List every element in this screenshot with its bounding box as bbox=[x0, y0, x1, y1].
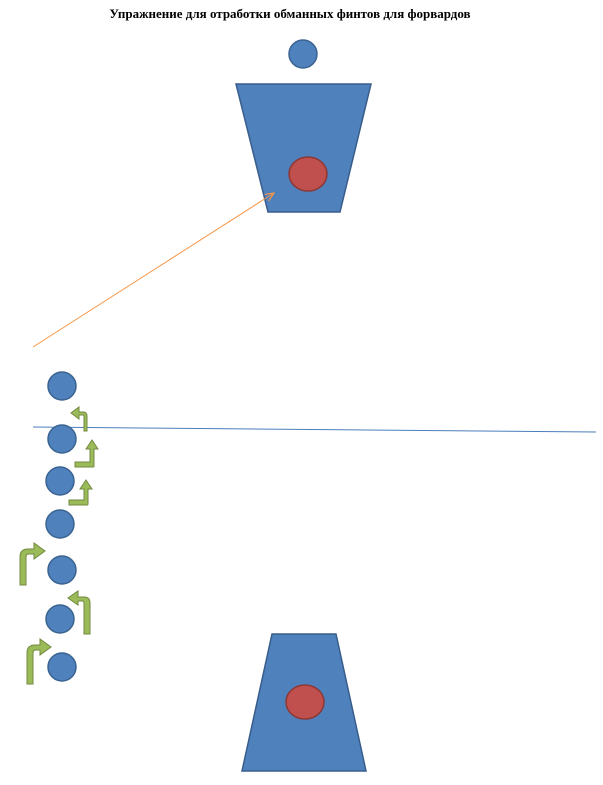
forward-player-3 bbox=[45, 466, 75, 496]
shot-line bbox=[32, 193, 274, 348]
forward-player-1 bbox=[47, 371, 77, 401]
forward-player-7 bbox=[47, 652, 77, 682]
feint-arrow-icon bbox=[68, 479, 93, 506]
feint-arrow-icon bbox=[67, 590, 91, 635]
feint-arrow-icon bbox=[26, 638, 52, 685]
field-line bbox=[32, 426, 597, 433]
feint-arrow-icon bbox=[74, 439, 99, 468]
bottom-ball bbox=[285, 684, 325, 720]
forward-player-6 bbox=[45, 604, 75, 634]
feint-arrow-icon bbox=[19, 542, 46, 586]
feint-arrow-icon bbox=[70, 406, 88, 432]
top-ball bbox=[288, 156, 328, 192]
forward-player-4 bbox=[45, 509, 75, 539]
goalkeeper-player bbox=[288, 39, 318, 69]
top-goal bbox=[235, 83, 372, 213]
forward-player-5 bbox=[47, 555, 77, 585]
page-title: Упражнение для отработки обманных финтов… bbox=[109, 6, 471, 21]
forward-player-2 bbox=[47, 424, 77, 454]
